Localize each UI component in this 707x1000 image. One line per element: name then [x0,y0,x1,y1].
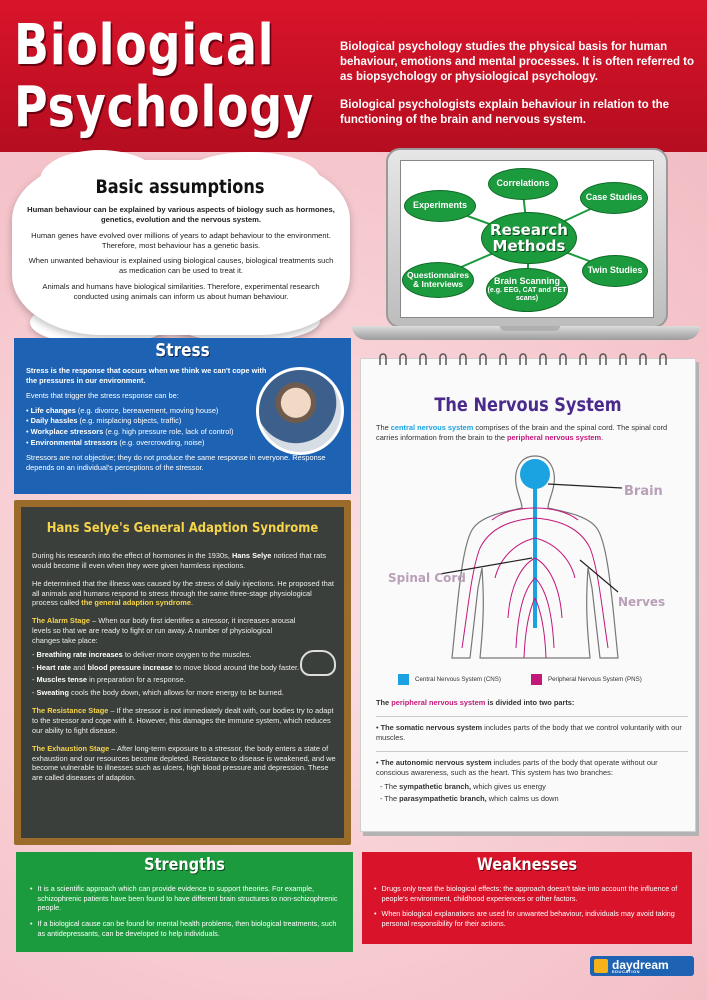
laptop-base [352,326,700,340]
strengths-body: •It is a scientific approach which can p… [30,884,345,945]
cloud-shape [40,150,160,210]
label-brain: Brain [624,484,663,499]
assumption-4: Animals and humans have biological simil… [42,282,320,302]
stress-closing: Stressors are not objective; they do not… [26,452,326,472]
legend-cns: Central Nervous System (CNS) [415,676,501,683]
nervous-system-body: The peripheral nervous system is divided… [376,698,688,806]
autonomic-item: • The autonomic nervous system includes … [376,757,658,777]
nervous-system-legend: Central Nervous System (CNS) Peripheral … [398,674,642,685]
assumption-3: When unwanted behaviour is explained usi… [28,256,334,276]
cloud-shape [180,152,320,207]
nervous-system-title: The Nervous System [434,394,622,416]
list-item: •Drugs only treat the biological effects… [374,884,678,903]
stress-list: • Life changes (e.g. divorce, bereavemen… [26,406,271,448]
notepad-rings [379,353,667,365]
list-item: - Heart rate and blood pressure increase… [32,662,300,672]
list-item: - The sympathetic branch, which gives us… [380,781,546,791]
label-spinal-cord: Spinal Cord [388,571,466,585]
assumption-2: Human genes have evolved over millions o… [31,230,331,250]
legend-pns: Peripheral Nervous System (PNS) [547,676,642,683]
selye-paragraph-2: He determined that the illness was cause… [32,578,334,608]
weaknesses-panel [362,852,692,944]
method-case-studies: Case Studies [580,182,648,214]
somatic-item: • The somatic nervous system includes pa… [376,722,682,742]
stress-title: Stress [155,340,210,361]
stress-definition: Stress is the response that occurs when … [26,366,267,385]
logo-icon [594,959,608,973]
alarm-stage: The Alarm Stage – When our body first id… [32,616,296,645]
selye-body: During his research into the effect of h… [32,551,337,791]
laptop-notch [500,326,560,331]
list-item: •It is a scientific approach which can p… [30,884,338,913]
resistance-stage: The Resistance Stage – If the stressor i… [32,706,334,735]
list-item: • Life changes (e.g. divorce, bereavemen… [26,405,219,415]
intro-text: Biological psychology studies the physic… [340,40,695,140]
list-item: • Environmental stressors (e.g. overcrow… [26,438,205,448]
method-questionnaires: Questionnaires & Interviews [402,262,474,298]
nervous-system-intro: The central nervous system comprises of … [376,423,668,442]
divider [376,715,688,717]
stress-events-intro: Events that trigger the stress response … [26,390,179,400]
basic-assumptions-body: Human behaviour can be explained by vari… [26,205,336,308]
assumption-1: Human behaviour can be explained by vari… [27,205,335,224]
alarm-list: - Breathing rate increases to deliver mo… [32,650,337,698]
selye-paragraph-1: During his research into the effect of h… [32,551,327,570]
autonomic-branches: - The sympathetic branch, which gives us… [376,782,688,804]
method-twin-studies: Twin Studies [582,255,648,287]
stressed-person-photo [256,367,344,455]
page-title-line1: Biological [14,13,275,78]
list-item: •When biological explanations are used f… [374,909,675,929]
weaknesses-title: Weaknesses [476,855,578,875]
list-item: •If a biological cause can be found for … [30,919,337,938]
divider [376,750,688,752]
method-correlations: Correlations [488,168,558,200]
basic-assumptions-title: Basic assumptions [95,176,265,198]
method-experiments: Experiments [404,190,476,222]
header-banner [0,0,707,152]
notepad [360,358,696,832]
strengths-panel [16,852,353,952]
label-nerves: Nerves [618,595,666,609]
weaknesses-body: •Drugs only treat the biological effects… [374,884,684,935]
list-item: • Daily hassles (e.g. misplacing objects… [26,416,182,426]
brain-icon [300,650,336,676]
stress-body: Stress is the response that occurs when … [26,366,326,478]
research-methods-center: Research Methods [481,212,577,264]
method-brain-scanning: Brain Scanning (e.g. EEG, CAT and PET sc… [486,268,568,312]
list-item: - Breathing rate increases to deliver mo… [32,649,252,659]
list-item: • Workplace stressors (e.g. high pressur… [26,427,234,437]
chalkboard [21,507,344,838]
intro-paragraph-1: Biological psychology studies the physic… [340,41,695,84]
legend-swatch-cns [398,674,409,685]
legend-swatch-pns [530,674,542,685]
exhaustion-stage: The Exhaustion Stage – After long-term e… [32,743,336,783]
selye-title: Hans Selye's General Adaption Syndrome [46,520,319,536]
strengths-title: Strengths [144,855,225,875]
nervous-system-figure [440,455,623,659]
list-item: - The parasympathetic branch, which calm… [380,793,559,803]
list-item: - Muscles tense in preparation for a res… [32,675,186,685]
pns-divided: The peripheral nervous system is divided… [376,698,575,707]
list-item: - Sweating cools the body down, which al… [32,688,284,698]
intro-paragraph-2: Biological psychologists explain behavio… [340,98,670,126]
page-title-line2: Psychology [14,75,314,140]
